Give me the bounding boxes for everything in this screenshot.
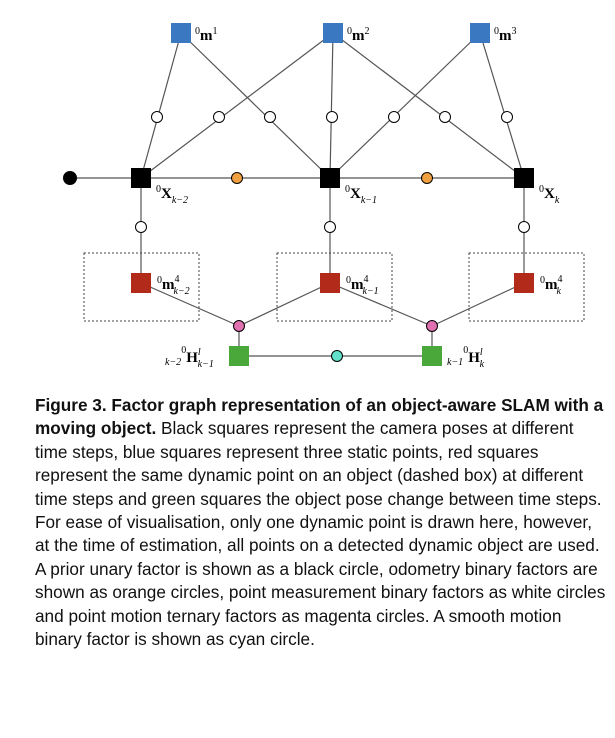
label-m3: 0m3 (494, 26, 517, 44)
smooth-motion-factor (331, 350, 343, 362)
measurement-factor (213, 111, 225, 123)
label-x3: 0Xk (539, 184, 560, 206)
caption-title: Figure 3. Factor graph representation of… (35, 395, 604, 439)
object-box (83, 252, 200, 322)
static-point-node (470, 23, 490, 43)
ternary-factor (233, 320, 245, 332)
measurement-factor (264, 111, 276, 123)
odometry-factor (231, 172, 243, 184)
factors (63, 111, 530, 362)
caption-body: Black squares represent the camera poses… (35, 418, 606, 650)
dynamic-point-node (131, 273, 151, 293)
measurement-factor (135, 221, 147, 233)
static-point-node (171, 23, 191, 43)
prior-factor (63, 171, 77, 185)
camera-pose-node (514, 168, 534, 188)
measurement-factor (518, 221, 530, 233)
ternary-factor (426, 320, 438, 332)
figure-caption: Figure 3. Factor graph representation of… (35, 394, 607, 651)
measurement-factor (324, 221, 336, 233)
object-boxes (83, 252, 585, 322)
camera-pose-node (131, 168, 151, 188)
measurement-factor (151, 111, 163, 123)
odometry-factor (421, 172, 433, 184)
static-point-node (323, 23, 343, 43)
object-box (276, 252, 393, 322)
object-box (468, 252, 585, 322)
object-motion-node (422, 346, 442, 366)
graph-edges (70, 32, 525, 357)
label-x1: 0Xk−2 (156, 184, 188, 206)
camera-pose-node (320, 168, 340, 188)
label-x2: 0Xk−1 (345, 184, 377, 206)
label-m2: 0m2 (347, 26, 370, 44)
dynamic-point-node (320, 273, 340, 293)
measurement-factor (439, 111, 451, 123)
measurement-factor (388, 111, 400, 123)
measurement-factor (326, 111, 338, 123)
measurement-factor (501, 111, 513, 123)
label-m1: 0m1 (195, 26, 218, 44)
dynamic-point-node (514, 273, 534, 293)
object-motion-node (229, 346, 249, 366)
variables (131, 23, 534, 366)
